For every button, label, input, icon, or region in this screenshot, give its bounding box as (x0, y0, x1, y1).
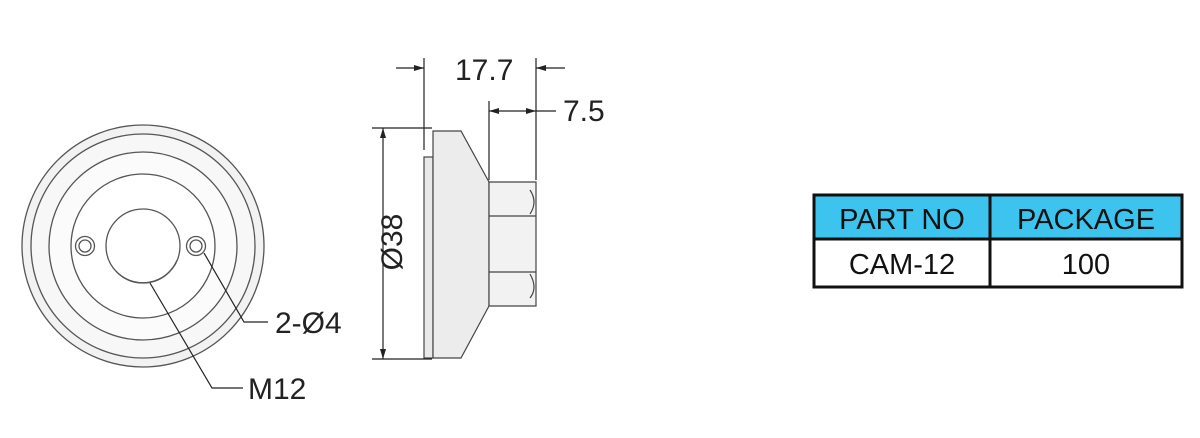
table-header-row (814, 195, 1182, 239)
hex-chamfer-top (529, 189, 535, 215)
extension-lines (372, 58, 537, 360)
overall-length-label: 17.7 (455, 54, 513, 87)
front-leaders (149, 252, 268, 389)
hex-nut (488, 181, 537, 307)
thread-label: M12 (248, 373, 306, 406)
part-table: PART NO PACKAGE CAM-12 100 (812, 193, 1184, 289)
table-cell-package: 100 (1062, 249, 1110, 281)
holes-leader (203, 252, 268, 323)
diameter-label: Ø38 (376, 214, 409, 271)
thread-leader (149, 282, 243, 389)
hex-length-label: 7.5 (563, 95, 605, 128)
side-view (423, 130, 537, 359)
hole-left (74, 235, 96, 257)
table-header-package: PACKAGE (1017, 204, 1155, 236)
hole-right-inner (189, 239, 203, 253)
thread-arc (115, 259, 178, 284)
front-view (21, 124, 265, 368)
hex-face-circle (70, 173, 216, 319)
dimension-arrows (380, 65, 565, 359)
cone-body (432, 130, 490, 359)
table-cell-part-no: CAM-12 (849, 249, 955, 281)
table-header-part-no: PART NO (839, 204, 965, 236)
holes-label: 2-Ø4 (275, 307, 342, 340)
hole-left-inner (78, 239, 92, 253)
table-frame (812, 193, 1184, 289)
hole-right (185, 235, 207, 257)
flange-plate (423, 156, 434, 359)
hex-chamfer-bottom (529, 273, 535, 299)
